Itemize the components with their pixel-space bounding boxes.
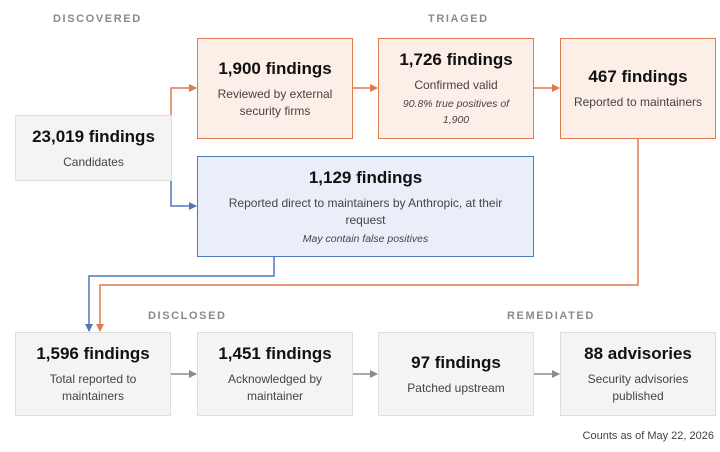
advisories-count: 88 advisories bbox=[584, 344, 692, 363]
confirmed-desc: Confirmed valid bbox=[414, 78, 498, 92]
patched-box: 97 findings Patched upstream bbox=[378, 332, 534, 416]
reported-maintainers-count: 467 findings bbox=[588, 67, 688, 86]
patched-count: 97 findings bbox=[411, 352, 501, 372]
advisories-box: 88 advisories Security advisories publis… bbox=[560, 332, 716, 416]
reported-maintainers-box: 467 findings Reported to maintainers bbox=[560, 38, 716, 139]
reviewed-desc: Reviewed by external security firms bbox=[217, 86, 333, 118]
patched-desc: Patched upstream bbox=[407, 380, 505, 395]
stage-label-discovered: DISCOVERED bbox=[53, 13, 142, 25]
total-reported-box: 1,596 findings Total reported to maintai… bbox=[15, 332, 171, 416]
acknowledged-desc: Acknowledged by maintainer bbox=[227, 372, 323, 403]
total-reported-desc: Total reported to maintainers bbox=[49, 372, 137, 403]
arrow-direct-to-total bbox=[85, 257, 275, 332]
counts-footnote: Counts as of May 22, 2026 bbox=[582, 430, 714, 442]
confirmed-count: 1,726 findings bbox=[399, 50, 513, 69]
reported-maintainers-desc: Reported to maintainers bbox=[573, 95, 703, 109]
direct-report-desc: Reported direct to maintainers by Anthro… bbox=[228, 195, 503, 227]
arrow-candidates-to-direct bbox=[170, 148, 197, 210]
candidates-count: 23,019 findings bbox=[32, 126, 155, 146]
acknowledged-box: 1,451 findings Acknowledged by maintaine… bbox=[197, 332, 353, 416]
total-reported-count: 1,596 findings bbox=[36, 344, 150, 363]
stage-label-triaged: TRIAGED bbox=[428, 13, 489, 25]
arrow-reported-to-total bbox=[96, 138, 639, 332]
candidates-desc: Candidates bbox=[63, 154, 124, 169]
direct-report-count: 1,129 findings bbox=[308, 167, 423, 187]
direct-report-note: May contain false positives bbox=[302, 232, 429, 245]
acknowledged-count: 1,451 findings bbox=[218, 344, 332, 363]
stage-label-disclosed: DISCLOSED bbox=[148, 310, 227, 322]
candidates-box: 23,019 findings Candidates bbox=[15, 115, 172, 181]
reviewed-box: 1,900 findings Reviewed by external secu… bbox=[197, 38, 353, 139]
advisories-desc: Security advisories published bbox=[587, 372, 689, 403]
confirmed-box: 1,726 findings Confirmed valid 90.8% tru… bbox=[378, 38, 534, 139]
direct-report-box: 1,129 findings Reported direct to mainta… bbox=[197, 156, 534, 257]
stage-label-remediated: REMEDIATED bbox=[507, 310, 595, 322]
reviewed-count: 1,900 findings bbox=[218, 58, 332, 78]
confirmed-note: 90.8% true positives of 1,900 bbox=[402, 98, 510, 126]
arrow-candidates-to-reviewed bbox=[170, 84, 197, 148]
